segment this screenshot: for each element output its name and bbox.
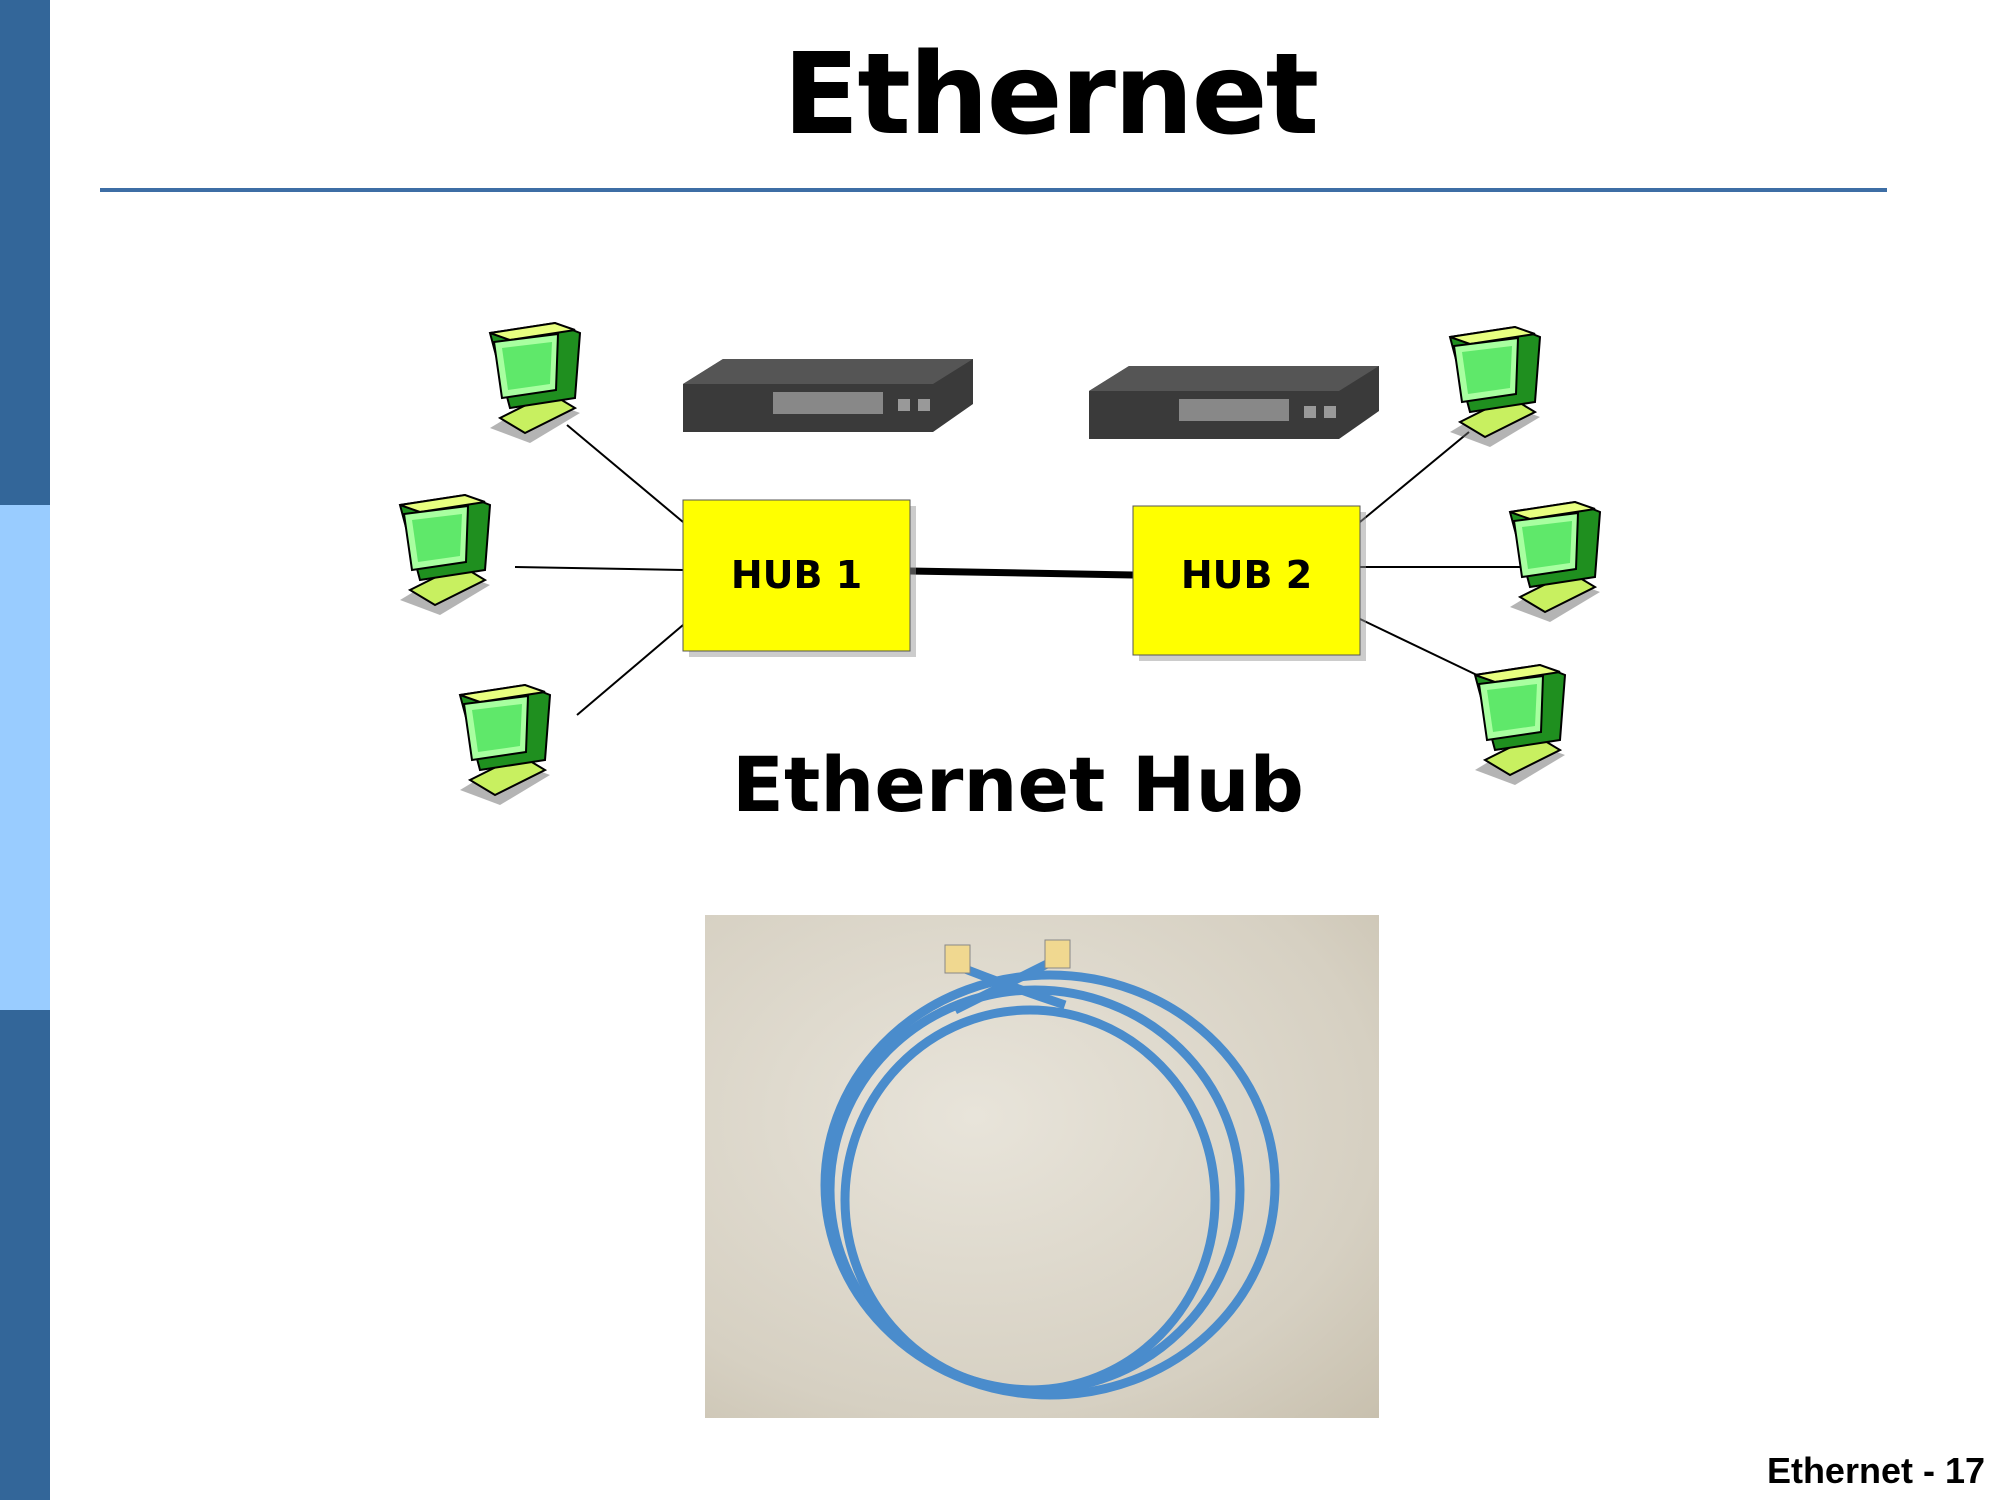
sidebar-band-bottom [0, 1010, 50, 1500]
computer-icon [1474, 664, 1566, 786]
title-divider [100, 188, 1887, 192]
connection-lines [514, 424, 1521, 716]
computer-icon [399, 494, 491, 616]
slide-footer: Ethernet - 17 [1766, 1450, 1985, 1491]
hub-1-label: HUB 1 [730, 553, 863, 597]
computer-icon [459, 684, 551, 806]
sidebar-band-top [0, 0, 50, 505]
cable-icon [820, 939, 1280, 1400]
hub-2-label: HUB 2 [1180, 553, 1313, 597]
computer-icon [489, 322, 581, 444]
ethernet-cable-photo [705, 915, 1379, 1418]
slide-title: Ethernet [782, 30, 1319, 160]
sidebar-band-middle [0, 505, 50, 1010]
hub-1-box [682, 499, 916, 657]
switch-image-1 [683, 359, 973, 432]
hub-2-box [1132, 505, 1366, 661]
switch-image-2 [1089, 366, 1379, 439]
computer-icon [1449, 326, 1541, 448]
diagram-caption: Ethernet Hub [732, 740, 1304, 829]
computer-icon [1509, 501, 1601, 623]
